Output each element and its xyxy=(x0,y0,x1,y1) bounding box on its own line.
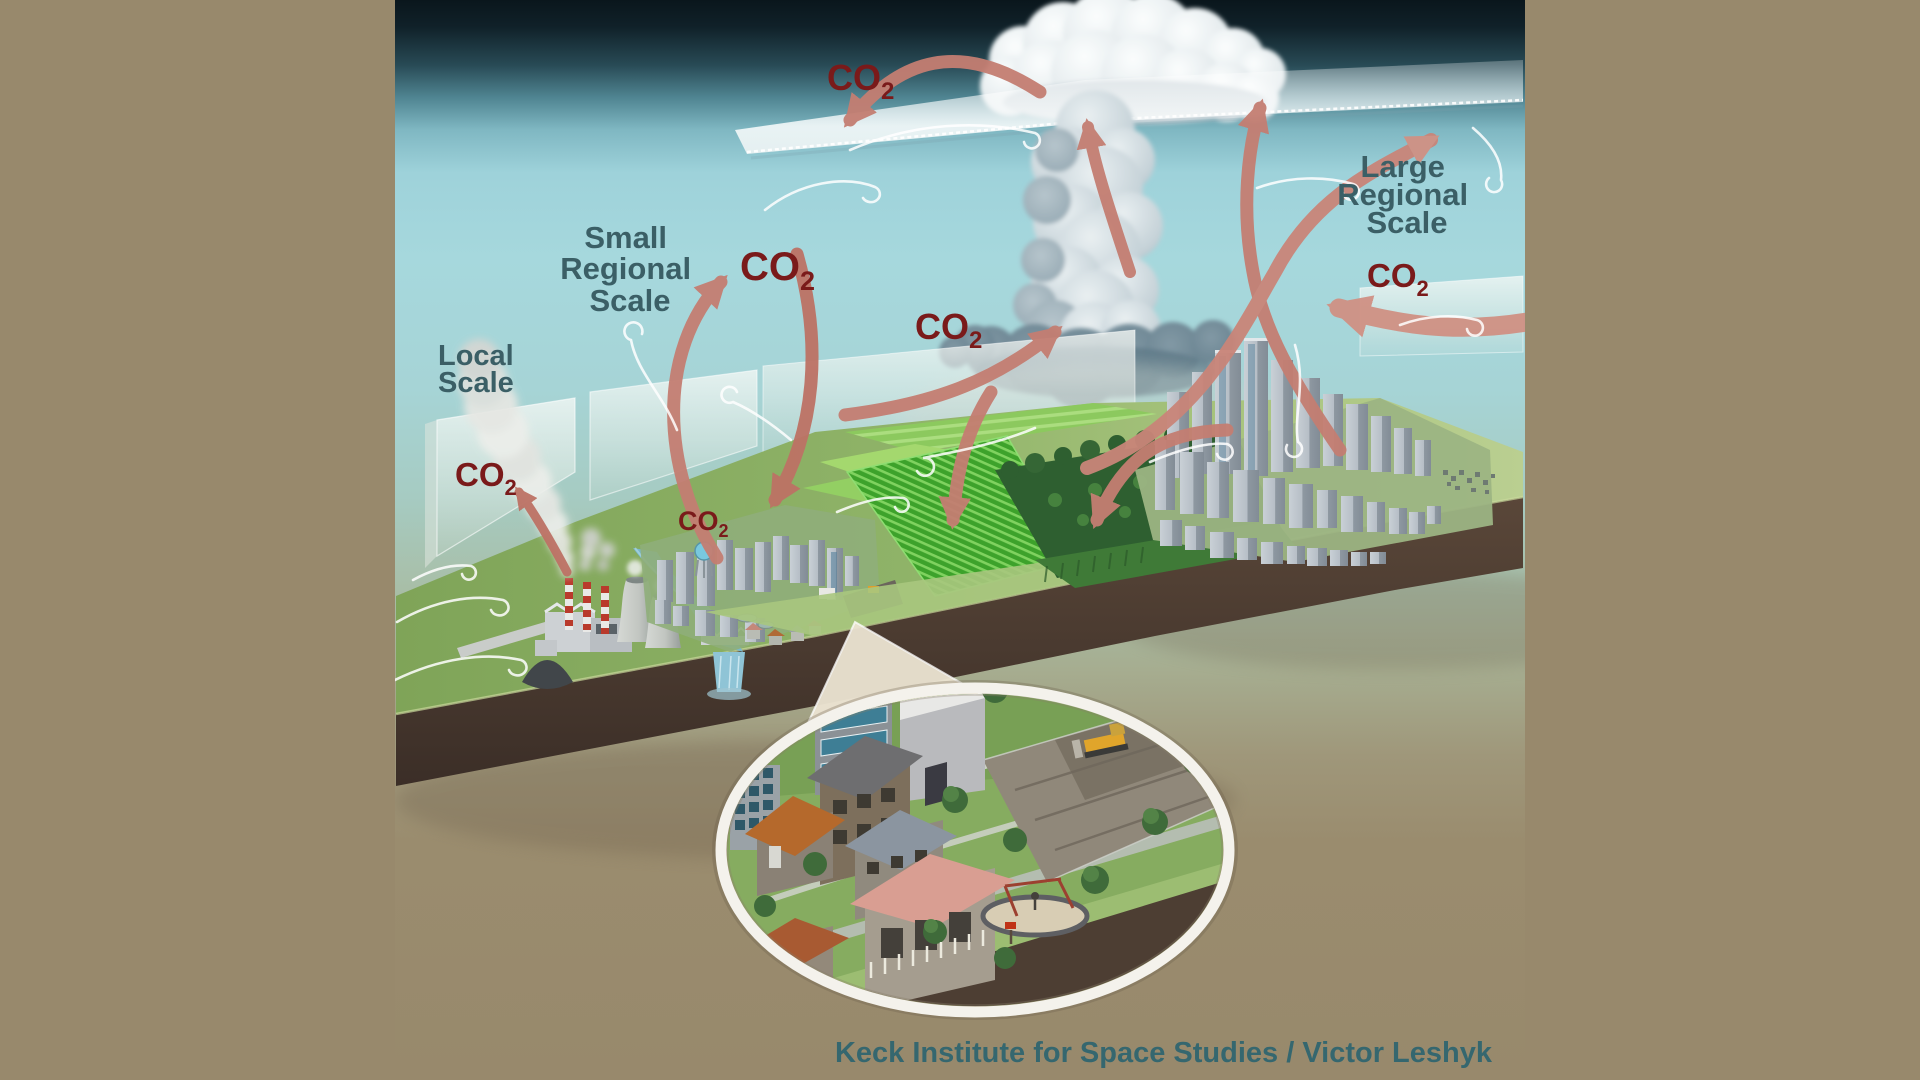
wind-swirl-icon xyxy=(395,596,510,624)
illustration-canvas: Local Scale Small Regional Scale Large R… xyxy=(393,0,1675,1080)
co2-label-large-regional: CO2 xyxy=(1367,257,1429,301)
wind-swirl-icon xyxy=(763,180,882,212)
wind-swirl-icon xyxy=(393,655,528,682)
inset-scene xyxy=(727,694,1223,1006)
co2-label-city: CO2 xyxy=(678,506,729,541)
co2-arrow-subsidence-to-city xyxy=(768,247,819,509)
platform-front-face xyxy=(396,497,1523,786)
smokestacks xyxy=(565,578,609,634)
coal-pile xyxy=(522,660,573,689)
co2-arrow-local-plume xyxy=(514,486,572,577)
wind-swirls xyxy=(393,124,1504,682)
wind-swirl-icon xyxy=(1255,177,1361,202)
co2-arrow-large-scale-inflow xyxy=(1326,295,1537,338)
wind-swirl-icon xyxy=(915,426,1037,478)
wind-swirl-icon xyxy=(720,385,793,442)
inset-modern-building xyxy=(900,694,985,806)
co2-label-anvil: CO2 xyxy=(827,57,894,105)
co2-label-mid: CO2 xyxy=(915,306,982,354)
wind-swirl-icon xyxy=(835,496,910,514)
label-large-regional-scale: Large Regional Scale xyxy=(1337,149,1477,240)
inset-ring xyxy=(715,682,1235,1018)
label-small-regional-scale: Small Regional Scale xyxy=(560,220,700,318)
label-local-scale: Local Scale xyxy=(438,340,522,399)
co2-label-local: CO2 xyxy=(455,456,517,500)
conveyor xyxy=(457,622,549,658)
co2-arrow-anvil-outflow xyxy=(843,55,1047,128)
co2-arrow-uptake-forest xyxy=(1090,423,1234,530)
co2-arrow-bigcity-updraft xyxy=(1237,98,1347,457)
wind-swirl-icon xyxy=(623,321,679,432)
wind-swirl-icon xyxy=(1398,315,1485,338)
outskirt-buildings xyxy=(1443,470,1495,494)
wind-swirl-icon xyxy=(411,564,478,582)
co2-scales-illustration: Local Scale Small Regional Scale Large R… xyxy=(393,0,1675,1080)
wind-swirl-icon xyxy=(1148,442,1234,464)
inset-bulldozer xyxy=(1071,721,1129,759)
wind-swirl-icon xyxy=(1284,343,1304,459)
co2-arrow-city-updraft xyxy=(667,274,728,565)
co2-arrow-inflow-to-storm xyxy=(838,325,1063,422)
smoke-plume xyxy=(458,339,615,577)
wind-swirl-icon xyxy=(848,124,1042,152)
inset-picket-fence xyxy=(869,930,985,978)
inset-neighborhood xyxy=(712,620,1238,1020)
co2-labels: CO2 CO2 CO2 CO2 CO2 CO2 xyxy=(455,57,1429,541)
co2-arrow-cloud-updraft xyxy=(1076,118,1136,278)
credit-text: Keck Institute for Space Studies / Victo… xyxy=(835,1037,1493,1069)
co2-label-small-regional: CO2 xyxy=(740,245,815,296)
wind-swirl-icon xyxy=(1471,126,1504,194)
scale-labels: Local Scale Small Regional Scale Large R… xyxy=(438,149,1477,399)
inset-mailbox xyxy=(1005,922,1016,944)
co2-arrow-regional-outflow xyxy=(1080,133,1440,475)
large-city xyxy=(1135,338,1495,566)
